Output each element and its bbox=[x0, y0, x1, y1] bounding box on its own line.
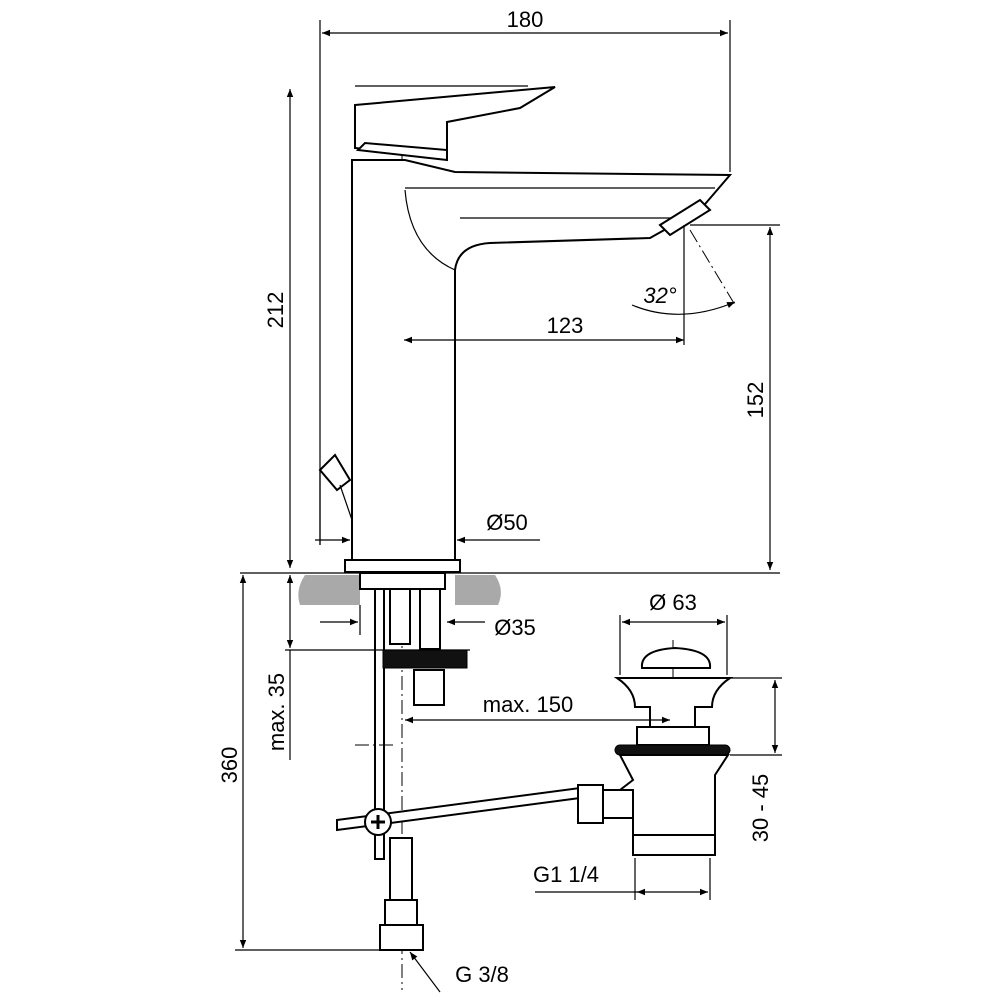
countertop bbox=[240, 572, 780, 605]
dim-waste-distance: max. 150 bbox=[483, 692, 574, 717]
shank-assembly bbox=[355, 572, 468, 951]
dim-waste-thread: G1 1/4 bbox=[533, 862, 599, 887]
dim-overall-height: 212 bbox=[263, 292, 288, 329]
dim-overall-width: 180 bbox=[507, 7, 544, 32]
popup-waste bbox=[577, 646, 734, 856]
dimension-lines bbox=[235, 20, 782, 993]
dim-waste-range: 30 - 45 bbox=[748, 774, 773, 843]
faucet-body bbox=[344, 85, 733, 573]
dim-body-diameter: Ø50 bbox=[486, 510, 528, 535]
dim-shank-diameter: Ø35 bbox=[494, 615, 536, 640]
dim-spout-angle: 32° bbox=[643, 283, 676, 308]
dim-supply-thread: G 3/8 bbox=[455, 962, 509, 987]
popup-lever bbox=[318, 453, 353, 545]
dim-waste-diameter: Ø 63 bbox=[649, 590, 697, 615]
dim-spout-reach: 123 bbox=[547, 313, 584, 338]
dim-max-deck-thickness: max. 35 bbox=[264, 673, 289, 751]
dim-total-below-deck: 360 bbox=[217, 747, 242, 784]
popup-linkage bbox=[336, 786, 581, 836]
dim-spout-height: 152 bbox=[743, 382, 768, 419]
